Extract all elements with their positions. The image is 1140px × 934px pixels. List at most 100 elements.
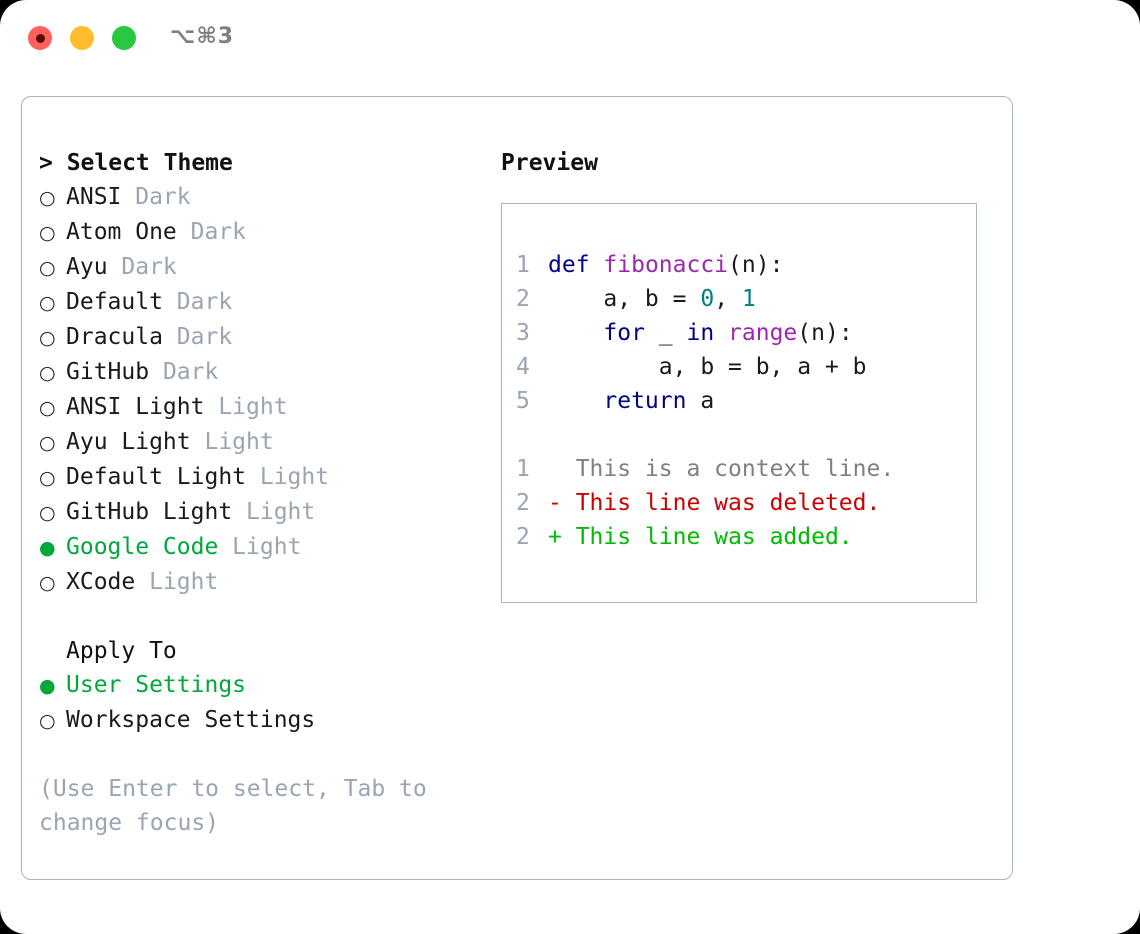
code-line: 1 def fibonacci(n):	[516, 248, 976, 282]
theme-name-label: Atom One	[66, 219, 177, 245]
theme-name-label: Ayu Light	[66, 429, 191, 455]
code-token-plain: a, b = b, a + b	[548, 354, 867, 380]
code-token-kw: in	[686, 320, 715, 346]
theme-kind-label: Light	[190, 429, 274, 455]
maximize-button[interactable]	[112, 26, 136, 50]
theme-name-label: ANSI	[66, 184, 122, 210]
diff-line-text: This line was added.	[561, 524, 853, 550]
apply-to-options: ● User Settings ○Workspace Settings	[39, 668, 469, 738]
theme-list-header: > Select Theme	[39, 150, 233, 176]
radio-unselected-icon: ○	[39, 257, 56, 279]
theme-name-label: Default	[66, 289, 163, 315]
code-token-num: 1	[741, 286, 756, 312]
theme-kind-label: Dark	[176, 219, 247, 245]
code-token-plain: a	[686, 388, 715, 414]
line-number: 2	[516, 524, 530, 550]
diff-marker: -	[548, 490, 562, 516]
diff-line-text: This is a context line.	[561, 456, 895, 482]
line-number: 4	[516, 354, 530, 380]
keyboard-shortcut-label: ⌥⌘3	[170, 24, 235, 49]
main-panel: > Select Theme ○ANSI Dark○Atom One Dark○…	[21, 96, 1013, 880]
theme-name-label: XCode	[66, 569, 136, 595]
theme-option-dracula[interactable]: ○Dracula Dark	[39, 320, 469, 355]
theme-name-label: GitHub	[66, 359, 150, 385]
theme-kind-label: Dark	[149, 359, 219, 385]
code-token-plain	[590, 252, 604, 278]
theme-option-ansi[interactable]: ○ ANSI Dark	[39, 180, 469, 215]
code-line: 4 a, b = b, a + b	[516, 350, 976, 384]
theme-kind-label: Dark	[107, 254, 177, 280]
code-token-plain	[548, 320, 603, 346]
title-bar: ⌥⌘3	[0, 0, 1140, 78]
code-line: 3 for _ in range(n):	[516, 316, 976, 350]
code-line-text: for _ in range(n):	[548, 316, 852, 350]
theme-name-label: Google Code	[66, 534, 219, 560]
minimize-button[interactable]	[70, 26, 94, 50]
radio-unselected-icon: ○	[39, 432, 56, 454]
theme-option-ayu[interactable]: ○ Ayu Dark	[39, 250, 469, 285]
theme-name-label: GitHub Light	[66, 499, 233, 525]
code-token-kw: for	[603, 320, 645, 346]
radio-unselected-icon: ○	[39, 710, 56, 732]
code-token-plain	[714, 320, 728, 346]
code-token-kw: return	[603, 388, 687, 414]
diff-line-ctx: 1 This is a context line.	[516, 452, 976, 486]
line-number: 5	[516, 388, 530, 414]
code-token-plain: (n):	[728, 252, 784, 278]
code-token-plain: _	[644, 320, 687, 346]
close-button[interactable]	[28, 26, 52, 50]
apply-to-option-user-settings[interactable]: ● User Settings	[39, 668, 469, 703]
radio-unselected-icon: ○	[39, 187, 56, 209]
theme-option-default[interactable]: ○ Default Dark	[39, 285, 469, 320]
radio-unselected-icon: ○	[39, 292, 56, 314]
theme-option-default-light[interactable]: ○ Default Light Light	[39, 460, 469, 495]
theme-name-label: Ayu	[66, 254, 108, 280]
theme-kind-label: Dark	[162, 324, 233, 350]
theme-kind-label: Light	[135, 569, 219, 595]
theme-option-github-light[interactable]: ○GitHub Light Light	[39, 495, 469, 530]
theme-option-github[interactable]: ○GitHub Dark	[39, 355, 469, 390]
code-line-text: def fibonacci(n):	[548, 248, 783, 282]
code-token-num: 0	[700, 286, 715, 312]
theme-list: ○ ANSI Dark ○ Atom One Dark ○ Ayu Dark ○ Defaul…	[39, 180, 469, 600]
radio-unselected-icon: ○	[39, 467, 56, 489]
apply-to-header: Apply To	[66, 638, 177, 664]
theme-kind-label: Light	[246, 464, 330, 490]
radio-selected-icon: ●	[39, 675, 56, 697]
theme-name-label: Dracula	[66, 324, 163, 350]
radio-selected-icon: ●	[39, 537, 56, 559]
theme-option-google-code[interactable]: ● Google Code Light	[39, 530, 469, 565]
keyboard-hint-text: (Use Enter to select, Tab to change focu…	[39, 776, 441, 836]
diff-sample: 1 This is a context line. 2- This line wa…	[516, 452, 976, 554]
theme-kind-label: Light	[204, 394, 288, 420]
code-line-text: return a	[548, 384, 714, 418]
traffic-light-buttons	[28, 26, 136, 50]
line-number: 2	[516, 490, 530, 516]
apply-to-option-workspace-settings[interactable]: ○Workspace Settings	[39, 703, 469, 738]
code-token-fn: fibonacci	[603, 252, 729, 278]
code-line: 2 a, b = 0, 1	[516, 282, 976, 316]
theme-option-ayu-light[interactable]: ○ Ayu Light Light	[39, 425, 469, 460]
code-token-plain: a, b =	[548, 286, 701, 312]
apply-to-label: User Settings	[66, 672, 247, 698]
theme-option-atom-one[interactable]: ○ Atom One Dark	[39, 215, 469, 250]
theme-option-xcode[interactable]: ○ XCode Light	[39, 565, 469, 600]
diff-marker	[548, 452, 562, 486]
diff-line-text: This line was deleted.	[561, 490, 881, 516]
theme-option-ansi-light[interactable]: ○ANSI Light Light	[39, 390, 469, 425]
theme-name-label: Default Light	[66, 464, 247, 490]
theme-kind-label: Light	[232, 499, 316, 525]
theme-kind-label: Dark	[121, 184, 191, 210]
theme-kind-label: Light	[218, 534, 302, 560]
line-number: 3	[516, 320, 530, 346]
radio-unselected-icon: ○	[39, 572, 56, 594]
radio-unselected-icon: ○	[39, 222, 56, 244]
code-token-plain: ,	[714, 286, 742, 312]
diff-marker: +	[548, 524, 562, 550]
theme-kind-label: Dark	[162, 289, 233, 315]
line-number: 1	[516, 252, 530, 278]
